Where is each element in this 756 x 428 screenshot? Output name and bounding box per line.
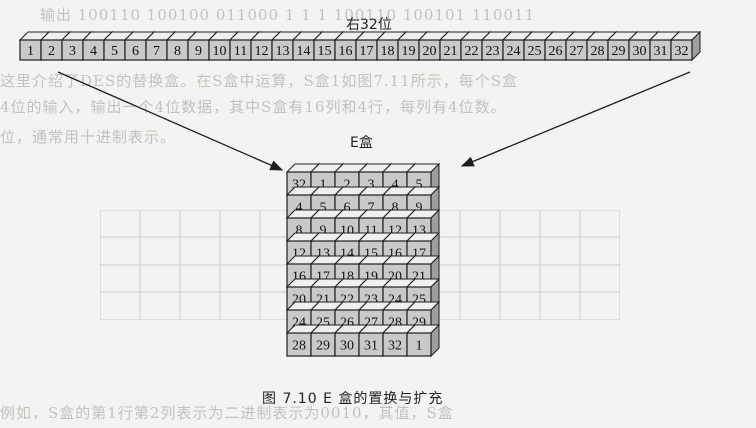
- input-bit-29-label: 29: [612, 44, 626, 59]
- input-bit-25-label: 25: [528, 44, 542, 59]
- input-bit-14-label: 14: [297, 44, 311, 59]
- input-bit-27-label: 27: [570, 44, 584, 59]
- input-bit-18-label: 18: [381, 44, 395, 59]
- ebox-cell-r2c3-label: 6: [344, 201, 351, 216]
- input-bit-13: 13: [270, 30, 303, 62]
- input-bit-20-label: 20: [423, 44, 437, 59]
- ebox-cell-r2c5-label: 8: [392, 201, 399, 216]
- arrow-right: [460, 71, 691, 167]
- input-bit-32-label: 32: [675, 44, 689, 59]
- ebox-cell-r8c6: 1: [405, 323, 441, 358]
- input-bit-19-label: 19: [402, 44, 416, 59]
- background-text-line1: 这里介绍了DES的替换盒。在S盒中运算，S盒1如图7.11所示，每个S盒: [0, 72, 519, 90]
- ebox-cell-r2c4-label: 7: [368, 201, 375, 216]
- ebox-cell-r8c5-label: 32: [388, 339, 402, 354]
- input-bit-2-label: 2: [48, 44, 55, 59]
- input-bit-10-label: 10: [213, 44, 227, 59]
- background-text-bottom: 例如，S盒的第1行第2列表示为二进制表示为0010，其值，S盒: [0, 404, 454, 422]
- ebox-cell-r3c2-label: 9: [320, 224, 327, 239]
- ebox-cell-r3c1-label: 8: [296, 224, 303, 239]
- ebox-label: E盒: [350, 135, 373, 151]
- input-bit-15-label: 15: [318, 44, 332, 59]
- input-bit-1-label: 1: [27, 44, 34, 59]
- ebox-cell-r8c1-label: 28: [292, 339, 306, 354]
- ebox-cell-r1c3-label: 2: [344, 178, 351, 193]
- input-bit-31-label: 31: [654, 44, 668, 59]
- input-bit-12-label: 12: [255, 44, 269, 59]
- ebox-cell-r2c1-label: 4: [296, 201, 303, 216]
- input-bit-9-label: 9: [195, 44, 202, 59]
- input-bit-17-label: 17: [360, 44, 374, 59]
- ebox-cell-r2c2-label: 5: [320, 201, 327, 216]
- ebox-cell-r1c5-label: 4: [392, 178, 399, 193]
- input-bit-15: 15: [312, 30, 345, 62]
- input-bit-6-label: 6: [132, 44, 139, 59]
- figure-caption: 图 7.10 E 盒的置换与扩充: [262, 391, 444, 407]
- ebox-cell-r1c6-label: 5: [416, 178, 423, 193]
- ebox-cell-r8c5: 32: [381, 323, 417, 358]
- ebox-cell-r8c4-label: 31: [364, 339, 378, 354]
- input-bit-32: 32: [669, 30, 702, 62]
- input-bit-26-label: 26: [549, 44, 563, 59]
- ebox-cell-r8c2-label: 29: [316, 339, 330, 354]
- background-text-top: 输出 100110 100100 011000 1 1 1 100110 100…: [40, 6, 536, 24]
- ebox-cell-r1c4-label: 3: [368, 178, 375, 193]
- input-bit-7-label: 7: [153, 44, 160, 59]
- input-bit-23-label: 23: [486, 44, 500, 59]
- input-bit-11-label: 11: [234, 44, 247, 59]
- background-text-line3: 位，通常用十进制表示。: [0, 128, 177, 146]
- input-bit-28-label: 28: [591, 44, 605, 59]
- input-bit-30-label: 30: [633, 44, 647, 59]
- ebox-cell-r8c3-label: 30: [340, 339, 354, 354]
- input-bit-21-label: 21: [444, 44, 458, 59]
- input-bit-16-label: 16: [339, 44, 353, 59]
- input-bit-24-label: 24: [507, 44, 521, 59]
- arrow-left: [57, 71, 284, 171]
- ebox-cell-r1c2-label: 1: [320, 178, 327, 193]
- input-bit-10: 10: [207, 30, 240, 62]
- input-bit-3-label: 3: [69, 44, 76, 59]
- input-bit-22-label: 22: [465, 44, 479, 59]
- ebox-cell-r2c6-label: 9: [416, 201, 423, 216]
- ebox-cell-r8c6-label: 1: [416, 339, 423, 354]
- input-bit-5-label: 5: [111, 44, 118, 59]
- input-bit-8-label: 8: [174, 44, 181, 59]
- input-bit-13-label: 13: [276, 44, 290, 59]
- input-bit-4-label: 4: [90, 44, 97, 59]
- input-label: 右32位: [346, 17, 392, 33]
